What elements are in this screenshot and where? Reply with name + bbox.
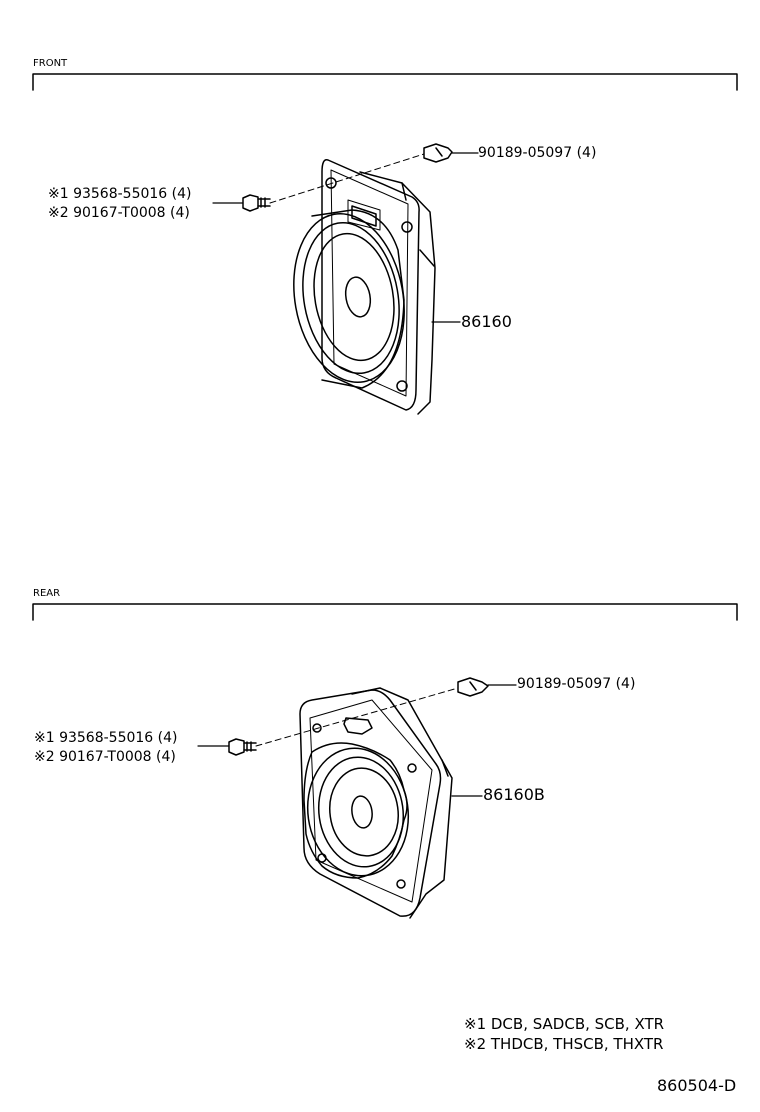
note-2: ※2 THDCB, THSCB, THXTR [464, 1035, 664, 1053]
front-clip-part-number: 90189-05097 (4) [478, 145, 597, 161]
rear-section-title: REAR [33, 588, 61, 599]
rear-screw-part-number-2: ※2 90167-T0008 (4) [34, 749, 176, 765]
note-1: ※1 DCB, SADCB, SCB, XTR [464, 1015, 665, 1033]
rear-section-bracket [32, 603, 738, 621]
front-section-title: FRONT [33, 58, 68, 69]
front-speaker-drawing [212, 143, 479, 415]
diagram-code: 860504-D [657, 1076, 737, 1095]
rear-speaker-part-number: 86160B [483, 785, 545, 804]
rear-screw-part-number-1: ※1 93568-55016 (4) [34, 730, 178, 746]
rear-speaker-drawing [197, 677, 517, 919]
front-screw-part-number-2: ※2 90167-T0008 (4) [48, 205, 190, 221]
front-section-bracket [32, 73, 738, 91]
front-speaker-part-number: 86160 [461, 312, 512, 331]
rear-clip-part-number: 90189-05097 (4) [517, 676, 636, 692]
front-screw-part-number-1: ※1 93568-55016 (4) [48, 186, 192, 202]
